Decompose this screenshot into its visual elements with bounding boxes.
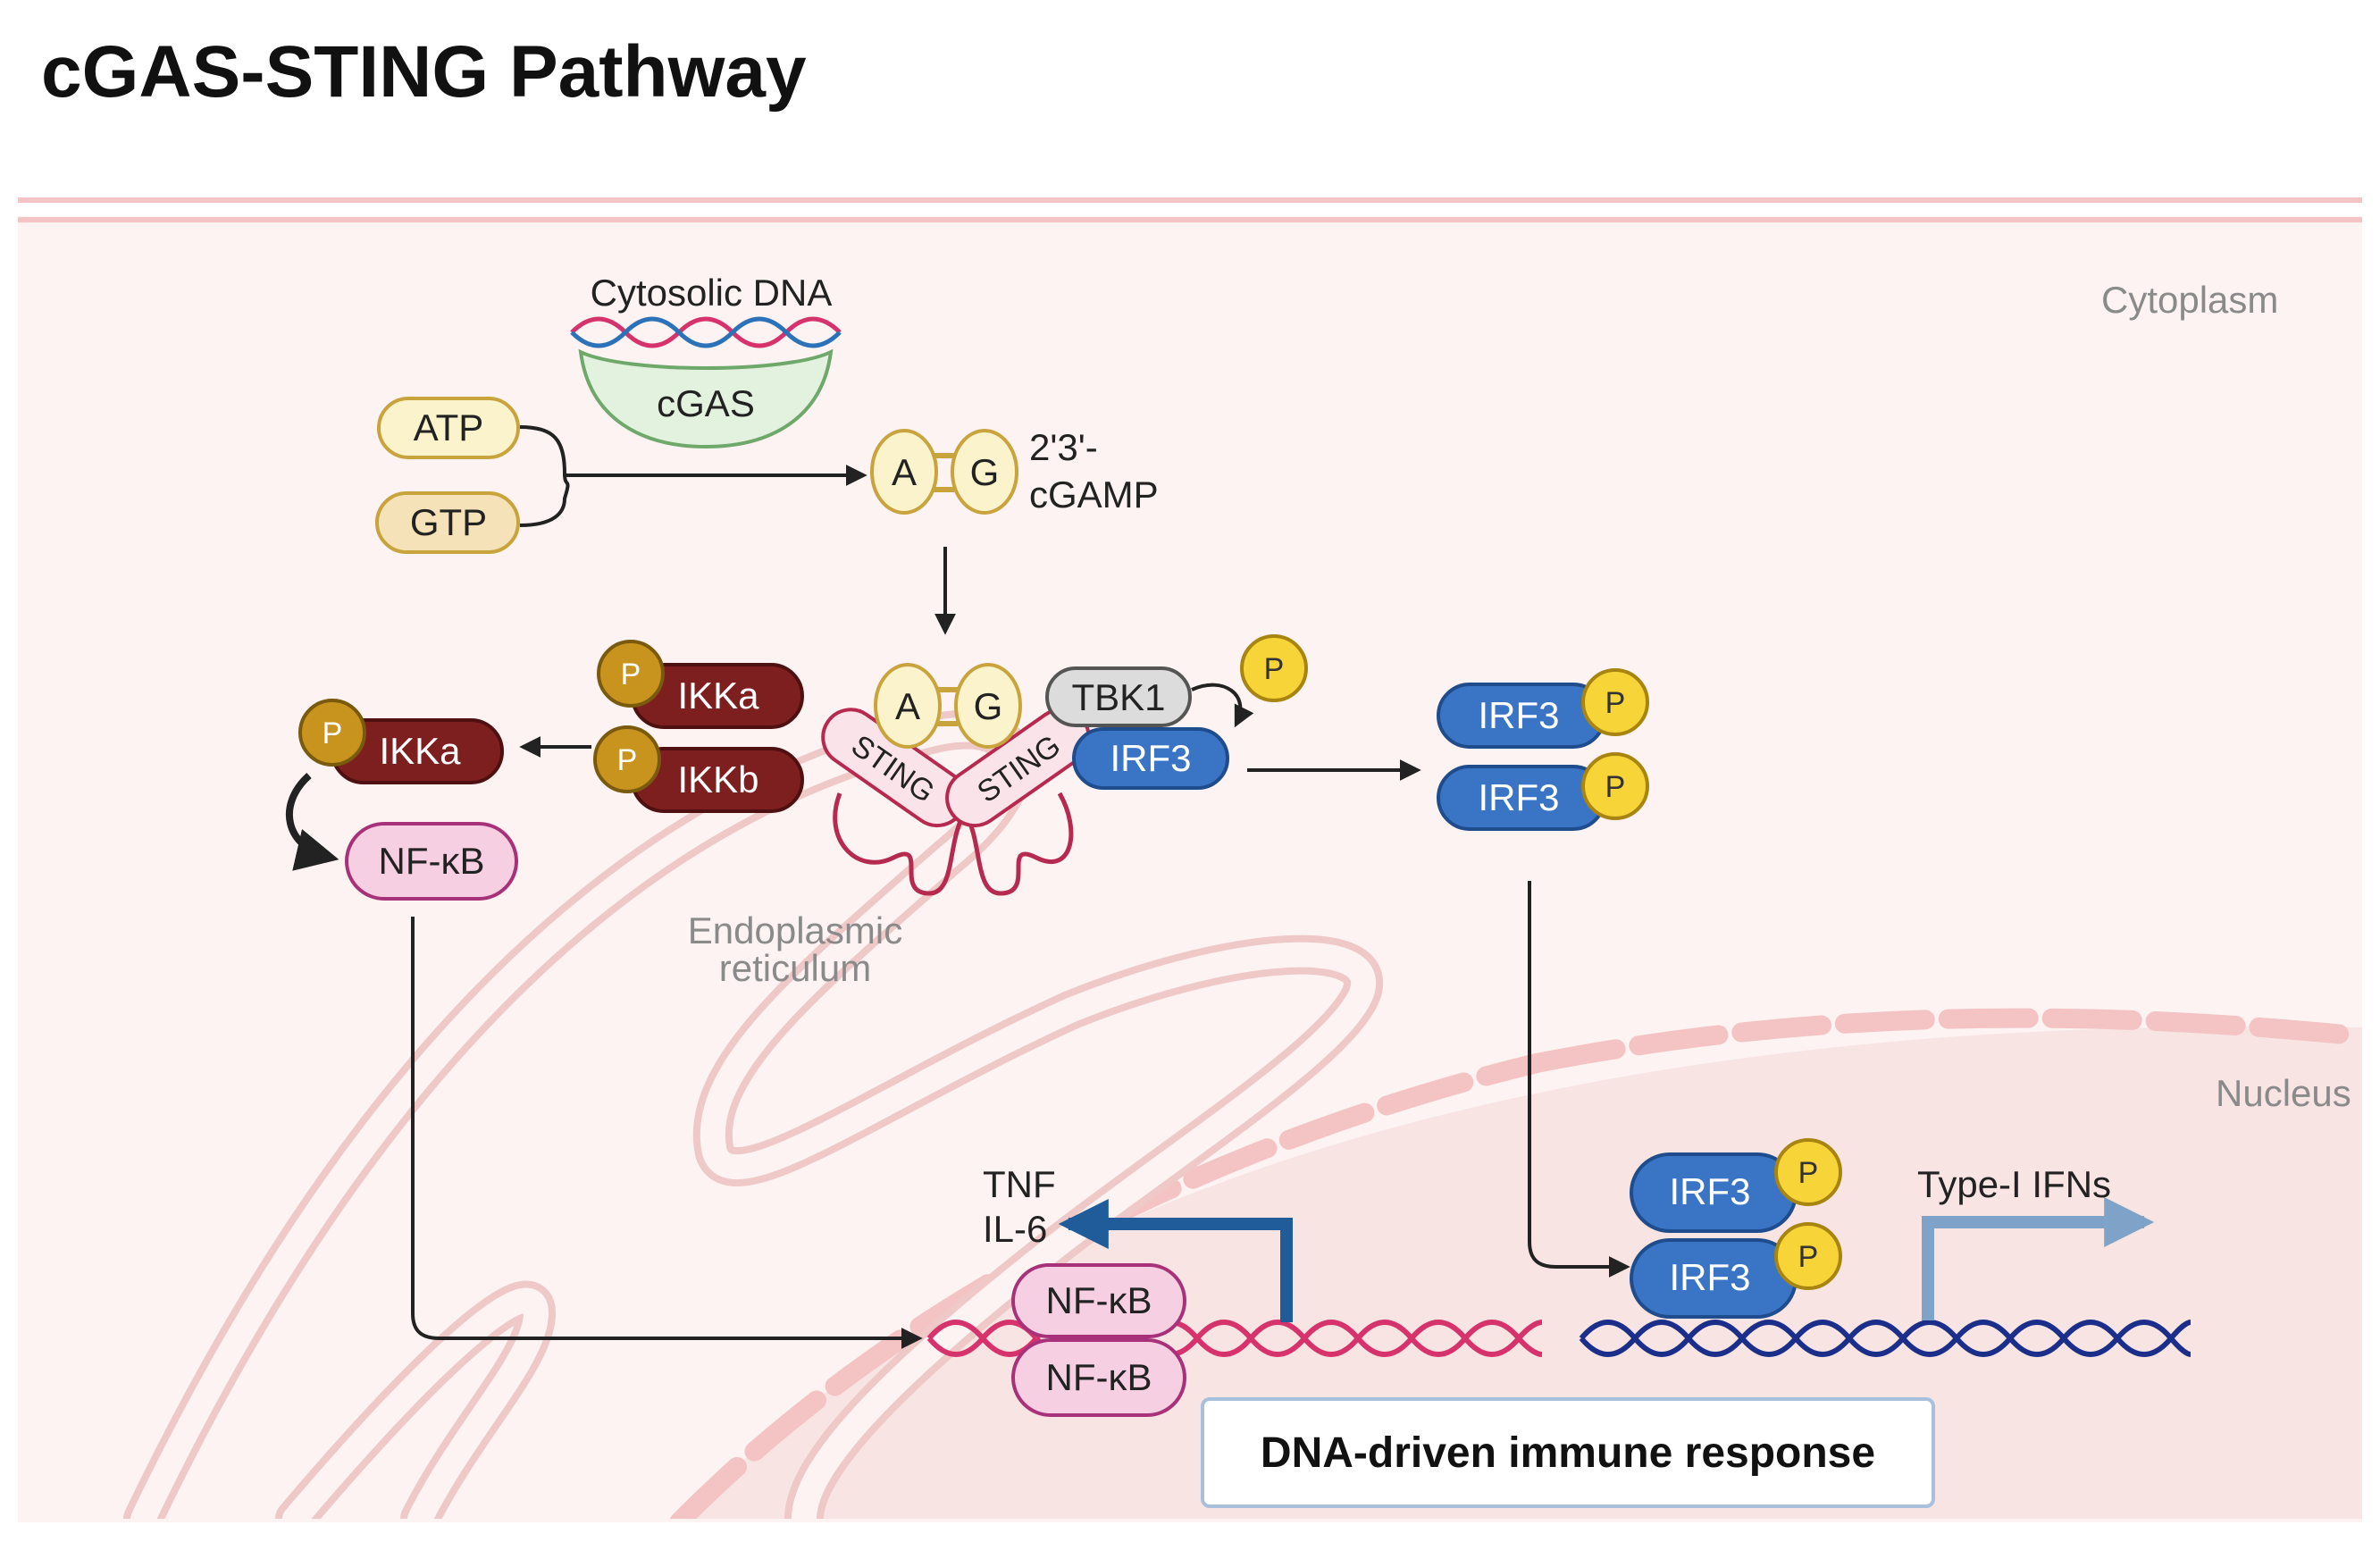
- nfkb-dimer-top-label: NF-κB: [1046, 1279, 1152, 1321]
- irf3-dimer-bottom-p: P: [1605, 770, 1626, 804]
- cgamp-a-label: A: [892, 451, 917, 493]
- sting-bound-g-label: G: [974, 685, 1003, 727]
- result-box: DNA-driven immune response: [1201, 1397, 1935, 1508]
- nfkb-dimer-bottom-label: NF-κB: [1046, 1356, 1152, 1398]
- atp-label: ATP: [414, 406, 484, 448]
- nucleus-label: Nucleus: [2216, 1072, 2351, 1114]
- cgas-label: cGAS: [657, 382, 755, 424]
- cgamp-g-label: G: [970, 451, 1000, 493]
- arrow-ikka-to-nfkb: [285, 773, 339, 871]
- er-label-line1: Endoplasmic: [688, 909, 902, 951]
- nfkb-dimer-nucleus: NF-κB NF-κB: [1011, 1263, 1186, 1417]
- cgamp-label-line2: cGAMP: [1029, 473, 1159, 515]
- ikka-near-sting-label: IKKa: [677, 675, 759, 717]
- result-box-label: DNA-driven immune response: [1261, 1429, 1875, 1477]
- sting-bound-a-label: A: [895, 685, 920, 727]
- arrow-irf3-to-nucleus: [1528, 881, 1630, 1278]
- ikka-near-sting-p: P: [621, 658, 641, 691]
- irf3-nucleus-bottom-p: P: [1798, 1240, 1819, 1274]
- irf3-nucleus-top-p: P: [1798, 1156, 1819, 1190]
- irf3-nucleus-bottom-label: IRF3: [1669, 1256, 1750, 1298]
- arrow-transcription-ifn: [1922, 1197, 2155, 1320]
- irf3-dimer-bottom-label: IRF3: [1478, 776, 1559, 818]
- tbk1-label: TBK1: [1071, 676, 1165, 718]
- nfkb-target-dna: [926, 1320, 1543, 1357]
- atp-pill: ATP: [377, 397, 520, 459]
- phospho-free-label: P: [1264, 652, 1285, 686]
- arrow-nfkb-to-nucleus: [411, 917, 923, 1349]
- arrow-transcription-tnf: [1058, 1199, 1293, 1322]
- cgas-complex: Cytosolic DNA cGAS: [570, 272, 842, 449]
- cgamp-molecule: A G 2'3'- cGAMP: [870, 426, 1159, 515]
- ikkb: IKKb P: [593, 725, 804, 813]
- nuclear-envelope: [1527, 1008, 2362, 1073]
- irf3-target-dna: [1579, 1320, 2191, 1357]
- ikka-left-p: P: [323, 717, 343, 750]
- er-label-line2: reticulum: [719, 947, 871, 989]
- ikkb-p: P: [617, 743, 638, 777]
- irf3-nucleus-top-label: IRF3: [1669, 1170, 1750, 1212]
- nfkb-cytoplasm-label: NF-κB: [379, 840, 485, 882]
- irf3-at-sting: IRF3: [1072, 727, 1229, 790]
- tnf-label: TNF: [983, 1163, 1056, 1205]
- cgas-shape: [578, 348, 834, 449]
- ikka-near-sting: IKKa P: [597, 640, 804, 729]
- ikkb-label: IKKb: [677, 758, 758, 800]
- type1-ifns-label: Type-I IFNs: [1917, 1163, 2111, 1205]
- gtp-label: GTP: [410, 501, 487, 543]
- gtp-pill: GTP: [375, 491, 520, 554]
- irf3-dimer-nucleus: IRF3 P IRF3 P: [1630, 1138, 1842, 1319]
- ikka-left: IKKa P: [298, 699, 504, 784]
- il6-label: IL-6: [983, 1208, 1047, 1250]
- cytoplasm-label: Cytoplasm: [2101, 279, 2278, 321]
- dna-helix-icon: [570, 316, 842, 348]
- ikka-left-label: IKKa: [379, 730, 461, 772]
- tbk1-phospho-arrow: [1191, 683, 1254, 728]
- cgamp-label-line1: 2'3'-: [1029, 426, 1098, 468]
- sting-dimer: STING STING A G: [821, 663, 1091, 896]
- phospho-free: P: [1240, 634, 1308, 702]
- irf3-at-sting-label: IRF3: [1110, 737, 1191, 779]
- nfkb-cytoplasm: NF-κB: [345, 822, 518, 901]
- page-title: cGAS-STING Pathway: [41, 31, 807, 113]
- cytosolic-dna-label: Cytosolic DNA: [591, 272, 833, 314]
- tbk1: TBK1: [1045, 666, 1192, 727]
- irf3-dimer-cytoplasm: IRF3 P IRF3 P: [1437, 668, 1649, 831]
- atp-gtp-bracket: [519, 425, 570, 527]
- irf3-dimer-top-label: IRF3: [1478, 694, 1559, 736]
- irf3-dimer-top-p: P: [1605, 686, 1626, 720]
